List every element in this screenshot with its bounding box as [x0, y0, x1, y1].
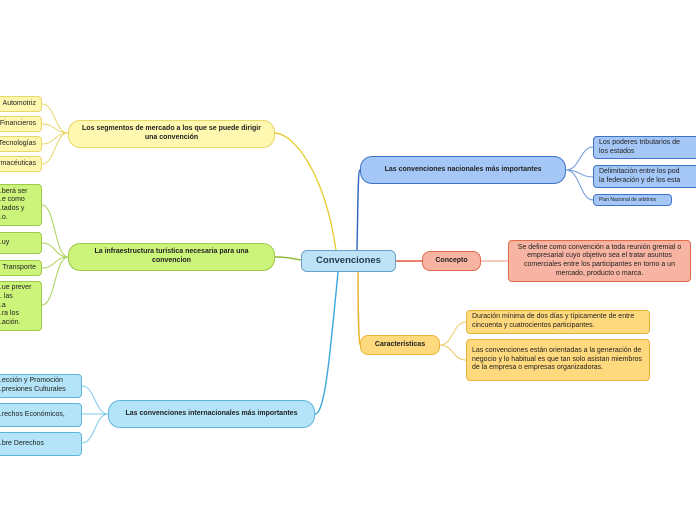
branch-infraestructura-turistica[interactable]: La infraestructura turística necesaria p…: [68, 243, 275, 271]
branch-convenciones-internacionales[interactable]: Las convenciones internacionales más imp…: [108, 400, 315, 428]
leaf-internacional-2[interactable]: ...rechos Económicos,: [0, 403, 82, 427]
leaf-plan-nacional-arbitrios[interactable]: Plan Nacional de arbitrios: [593, 194, 672, 206]
leaf-orientacion[interactable]: Las convenciones están orientadas a la g…: [466, 339, 650, 381]
central-topic[interactable]: Convenciones: [301, 250, 396, 272]
leaf-infra-4[interactable]: ...ue prever ... las ...a ...ra los ...a…: [0, 281, 42, 331]
leaf-automotriz[interactable]: Automotriz: [0, 96, 42, 112]
branch-convenciones-nacionales[interactable]: Las convenciones nacionales más importan…: [360, 156, 566, 184]
leaf-duracion[interactable]: Duración mínima de dos días y típicament…: [466, 310, 650, 334]
branch-concepto[interactable]: Concepto: [422, 251, 481, 271]
branch-caracteristicas[interactable]: Características: [360, 335, 440, 355]
leaf-poderes-tributarios[interactable]: Los poderes tributarios de los estados: [593, 136, 696, 159]
branch-segmentos-mercado[interactable]: Los segmentos de mercado a los que se pu…: [68, 120, 275, 148]
leaf-farmaceuticas[interactable]: Farmacéuticas: [0, 156, 42, 172]
leaf-transporte[interactable]: Transporte: [0, 260, 42, 276]
leaf-infra-1[interactable]: ...berá ser ...e como ...tados y ...o.: [0, 184, 42, 226]
leaf-infra-2[interactable]: ...uy: [0, 232, 42, 254]
leaf-delimitacion[interactable]: Delimitación entre los pod la federación…: [593, 165, 696, 188]
leaf-internacional-1[interactable]: ...ección y Promoción ...presiones Cultu…: [0, 374, 82, 398]
leaf-internacional-3[interactable]: ...bre Derechos: [0, 432, 82, 456]
leaf-tecnologias[interactable]: Tecnologías: [0, 136, 42, 152]
leaf-financieros[interactable]: Financieros: [0, 116, 42, 132]
leaf-concepto-definicion[interactable]: Se define como convención a toda reunión…: [508, 240, 691, 282]
